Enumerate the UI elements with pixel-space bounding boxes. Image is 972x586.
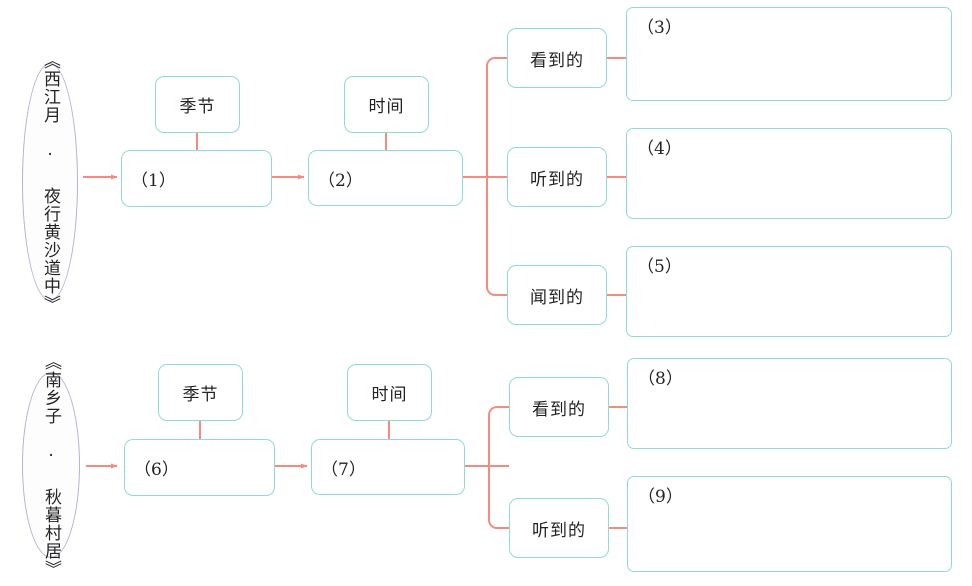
sense-box-seen-label-row-1: 看到的 bbox=[530, 50, 584, 71]
source-ellipse-row-1: 《西江月 · 夜行黄沙道中》 bbox=[22, 52, 78, 313]
source-ellipse-row-2: 《南乡子 · 秋暮村居》 bbox=[22, 353, 80, 578]
answer-box-8-label: （8） bbox=[638, 369, 683, 389]
sense-box-smelled-label-row-1: 闻到的 bbox=[530, 287, 584, 308]
answer-box-3[interactable]: （3） bbox=[626, 7, 952, 101]
blank-box-2[interactable]: （2） bbox=[308, 150, 463, 206]
answer-box-4-label: （4） bbox=[637, 139, 682, 159]
blank-box-7-label: （7） bbox=[321, 459, 366, 480]
answer-box-3-label: （3） bbox=[637, 18, 682, 38]
attribute-box-season-row-1[interactable]: 季节 bbox=[155, 76, 240, 133]
attribute-box-time-label-row-2: 时间 bbox=[371, 385, 408, 405]
attribute-box-season-label-row-1: 季节 bbox=[179, 97, 216, 117]
sense-box-seen-label-row-2: 看到的 bbox=[532, 399, 586, 420]
answer-box-5-label: （5） bbox=[637, 257, 682, 277]
sense-box-heard-label-row-2: 听到的 bbox=[532, 520, 586, 541]
attribute-box-season-label-row-2: 季节 bbox=[182, 385, 219, 405]
sense-box-seen-row-1[interactable]: 看到的 bbox=[507, 28, 607, 88]
blank-box-1-label: （1） bbox=[131, 171, 176, 191]
blank-box-1[interactable]: （1） bbox=[121, 150, 272, 207]
sense-box-smelled-row-1[interactable]: 闻到的 bbox=[507, 265, 607, 325]
attribute-box-time-row-1[interactable]: 时间 bbox=[344, 76, 429, 133]
sense-box-heard-label-row-1: 听到的 bbox=[530, 169, 584, 190]
attribute-box-time-row-2[interactable]: 时间 bbox=[347, 364, 432, 421]
answer-box-4[interactable]: （4） bbox=[626, 128, 952, 219]
answer-box-9[interactable]: （9） bbox=[627, 476, 952, 572]
attribute-box-time-label-row-1: 时间 bbox=[368, 97, 405, 117]
sense-box-heard-row-1[interactable]: 听到的 bbox=[507, 147, 607, 207]
source-ellipse-label-row-2: 《南乡子 · 秋暮村居》 bbox=[41, 352, 62, 578]
source-ellipse-label-row-1: 《西江月 · 夜行黄沙道中》 bbox=[40, 51, 61, 313]
answer-box-8[interactable]: （8） bbox=[627, 358, 952, 449]
blank-box-2-label: （2） bbox=[318, 170, 363, 191]
sense-box-heard-row-2[interactable]: 听到的 bbox=[509, 498, 609, 558]
answer-box-9-label: （9） bbox=[638, 487, 683, 507]
sense-box-seen-row-2[interactable]: 看到的 bbox=[509, 377, 609, 437]
attribute-box-season-row-2[interactable]: 季节 bbox=[158, 364, 243, 421]
blank-box-6-label: （6） bbox=[134, 460, 179, 480]
answer-box-5[interactable]: （5） bbox=[626, 246, 952, 337]
blank-box-6[interactable]: （6） bbox=[124, 439, 275, 496]
blank-box-7[interactable]: （7） bbox=[311, 439, 465, 495]
